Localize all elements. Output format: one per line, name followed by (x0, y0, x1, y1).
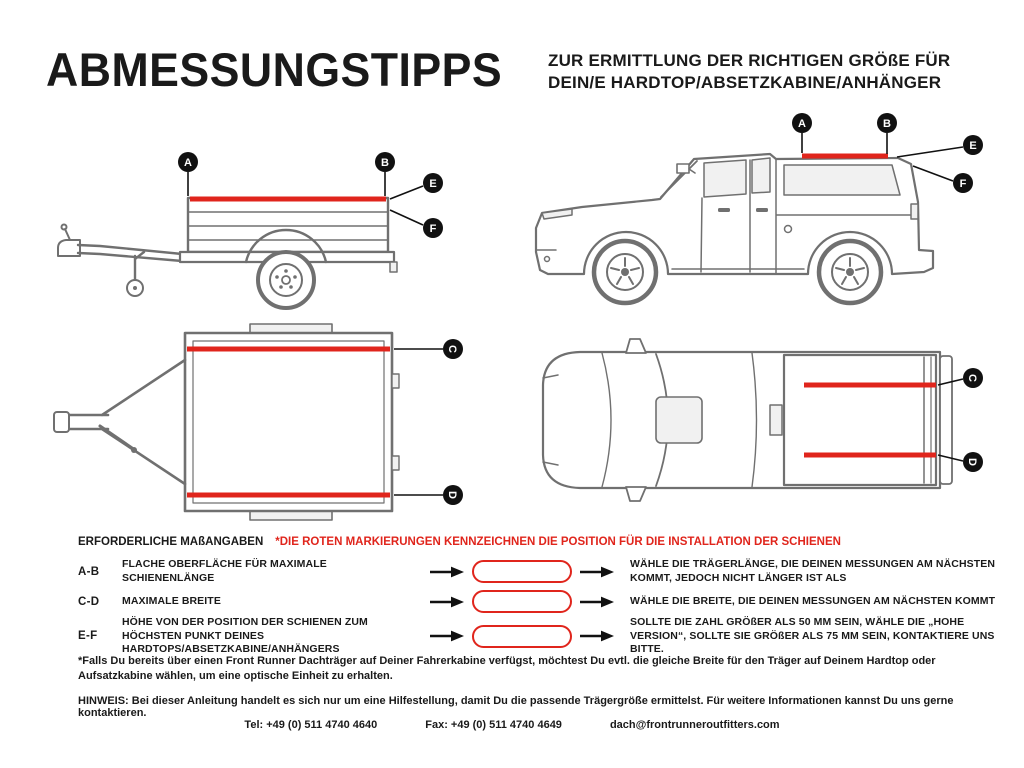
contact-tel: Tel: +49 (0) 511 4740 4640 (244, 719, 378, 731)
row-key-cd: C-D (78, 595, 100, 608)
red-markings-note: *DIE ROTEN MARKIERUNGEN KENNZEICHNEN DIE… (275, 536, 841, 548)
arrow-right-icon (580, 631, 614, 642)
trailer-wheel (256, 250, 316, 310)
contact-line: Tel: +49 (0) 511 4740 4640 Fax: +49 (0) … (0, 719, 1024, 731)
trailer-top-view: C D (53, 323, 463, 521)
row-description-ab: FLACHE OBERFLÄCHE FÜR MAXIMALE SCHIENENL… (122, 558, 327, 584)
rear-wheel (816, 238, 884, 306)
arrow-right-icon (430, 596, 464, 607)
measurement-row-ef: E-F HÖHE VON DER POSITION DER SCHIENEN Z… (78, 616, 1002, 657)
subtitle-line-2: DEIN/E HARDTOP/ABSETZKABINE/ANHÄNGER (548, 72, 942, 92)
arrow-right-icon (580, 566, 614, 578)
required-measurements-title: ERFORDERLICHE MAßANGABEN (78, 536, 264, 548)
label-b-marker: B (375, 152, 395, 172)
svg-text:A: A (798, 118, 806, 130)
arrow-right-icon (430, 631, 464, 642)
front-wheel (591, 238, 659, 306)
page-title: ABMESSUNGSTIPPS (46, 43, 503, 96)
contact-email: dach@frontrunneroutfitters.com (609, 719, 780, 731)
svg-text:E: E (969, 140, 976, 152)
subtitle-line-1: ZUR ERMITTLUNG DER RICHTIGEN GRÖßE FÜR (548, 51, 951, 70)
truck-side-view-diagram: A B E F (520, 102, 995, 312)
svg-text:E: E (429, 178, 436, 190)
trailer-side-view-diagram: A B E F (40, 128, 470, 323)
truck-side-view: A B E F (534, 113, 983, 306)
truck-top-view-diagram: C D (528, 333, 993, 538)
svg-text:D: D (966, 458, 978, 466)
label-a-marker: A (178, 152, 198, 172)
required-measurements-header: ERFORDERLICHE MAßANGABEN *DIE ROTEN MARK… (78, 536, 841, 548)
hint-note: HINWEIS: Bei dieser Anleitung handelt es… (78, 695, 954, 719)
row-description-cd: MAXIMALE BREITE (122, 594, 221, 607)
truck-top-view: C D (541, 338, 983, 502)
asterisk-footnote: *Falls Du bereits über einen Front Runne… (78, 655, 936, 683)
svg-text:B: B (381, 157, 389, 169)
label-a-marker: A (792, 113, 812, 133)
row-description-ef: HÖHE VON DER POSITION DER SCHIENEN ZUM H… (122, 616, 368, 656)
arrow-right-icon (580, 596, 614, 607)
row-guideline-ef: SOLLTE DIE ZAHL GRÖßER ALS 50 MM SEIN, W… (630, 616, 995, 656)
label-f-marker: F (953, 173, 973, 193)
contact-fax: Fax: +49 (0) 511 4740 4649 (425, 719, 562, 731)
svg-text:C: C (446, 345, 458, 353)
label-b-marker: B (877, 113, 897, 133)
label-e-marker: E (423, 173, 443, 193)
label-d-marker: D (963, 452, 983, 472)
measurement-blank-field-ef (472, 624, 572, 648)
label-d-marker: D (443, 485, 463, 505)
row-guideline-cd: WÄHLE DIE BREITE, DIE DEINEN MESSUNGEN A… (630, 594, 996, 607)
page-subtitle: ZUR ERMITTLUNG DER RICHTIGEN GRÖßE FÜR D… (548, 50, 950, 93)
measurement-row-cd: C-D MAXIMALE BREITE WÄHLE DIE BREITE, DI… (78, 590, 1002, 613)
svg-text:F: F (960, 178, 967, 190)
trailer-top-view-diagram: C D (40, 322, 510, 522)
svg-text:C: C (966, 374, 978, 382)
measurement-blank-field-ab (472, 560, 572, 584)
label-c-marker: C (963, 368, 983, 388)
trailer-side-view: A B E F (57, 152, 443, 310)
label-c-marker: C (443, 339, 463, 359)
measurement-blank-field-cd (472, 590, 572, 613)
svg-text:A: A (184, 157, 192, 169)
row-key-ab: A-B (78, 565, 100, 578)
label-f-marker: F (423, 218, 443, 238)
row-guideline-ab: WÄHLE DIE TRÄGERLÄNGE, DIE DEINEN MESSUN… (630, 558, 996, 584)
svg-text:D: D (446, 491, 458, 499)
measurement-row-ab: A-B FLACHE OBERFLÄCHE FÜR MAXIMALE SCHIE… (78, 558, 1002, 585)
row-key-ef: E-F (78, 630, 98, 643)
svg-text:B: B (883, 118, 891, 130)
svg-text:F: F (430, 223, 437, 235)
label-e-marker: E (963, 135, 983, 155)
arrow-right-icon (430, 566, 464, 578)
